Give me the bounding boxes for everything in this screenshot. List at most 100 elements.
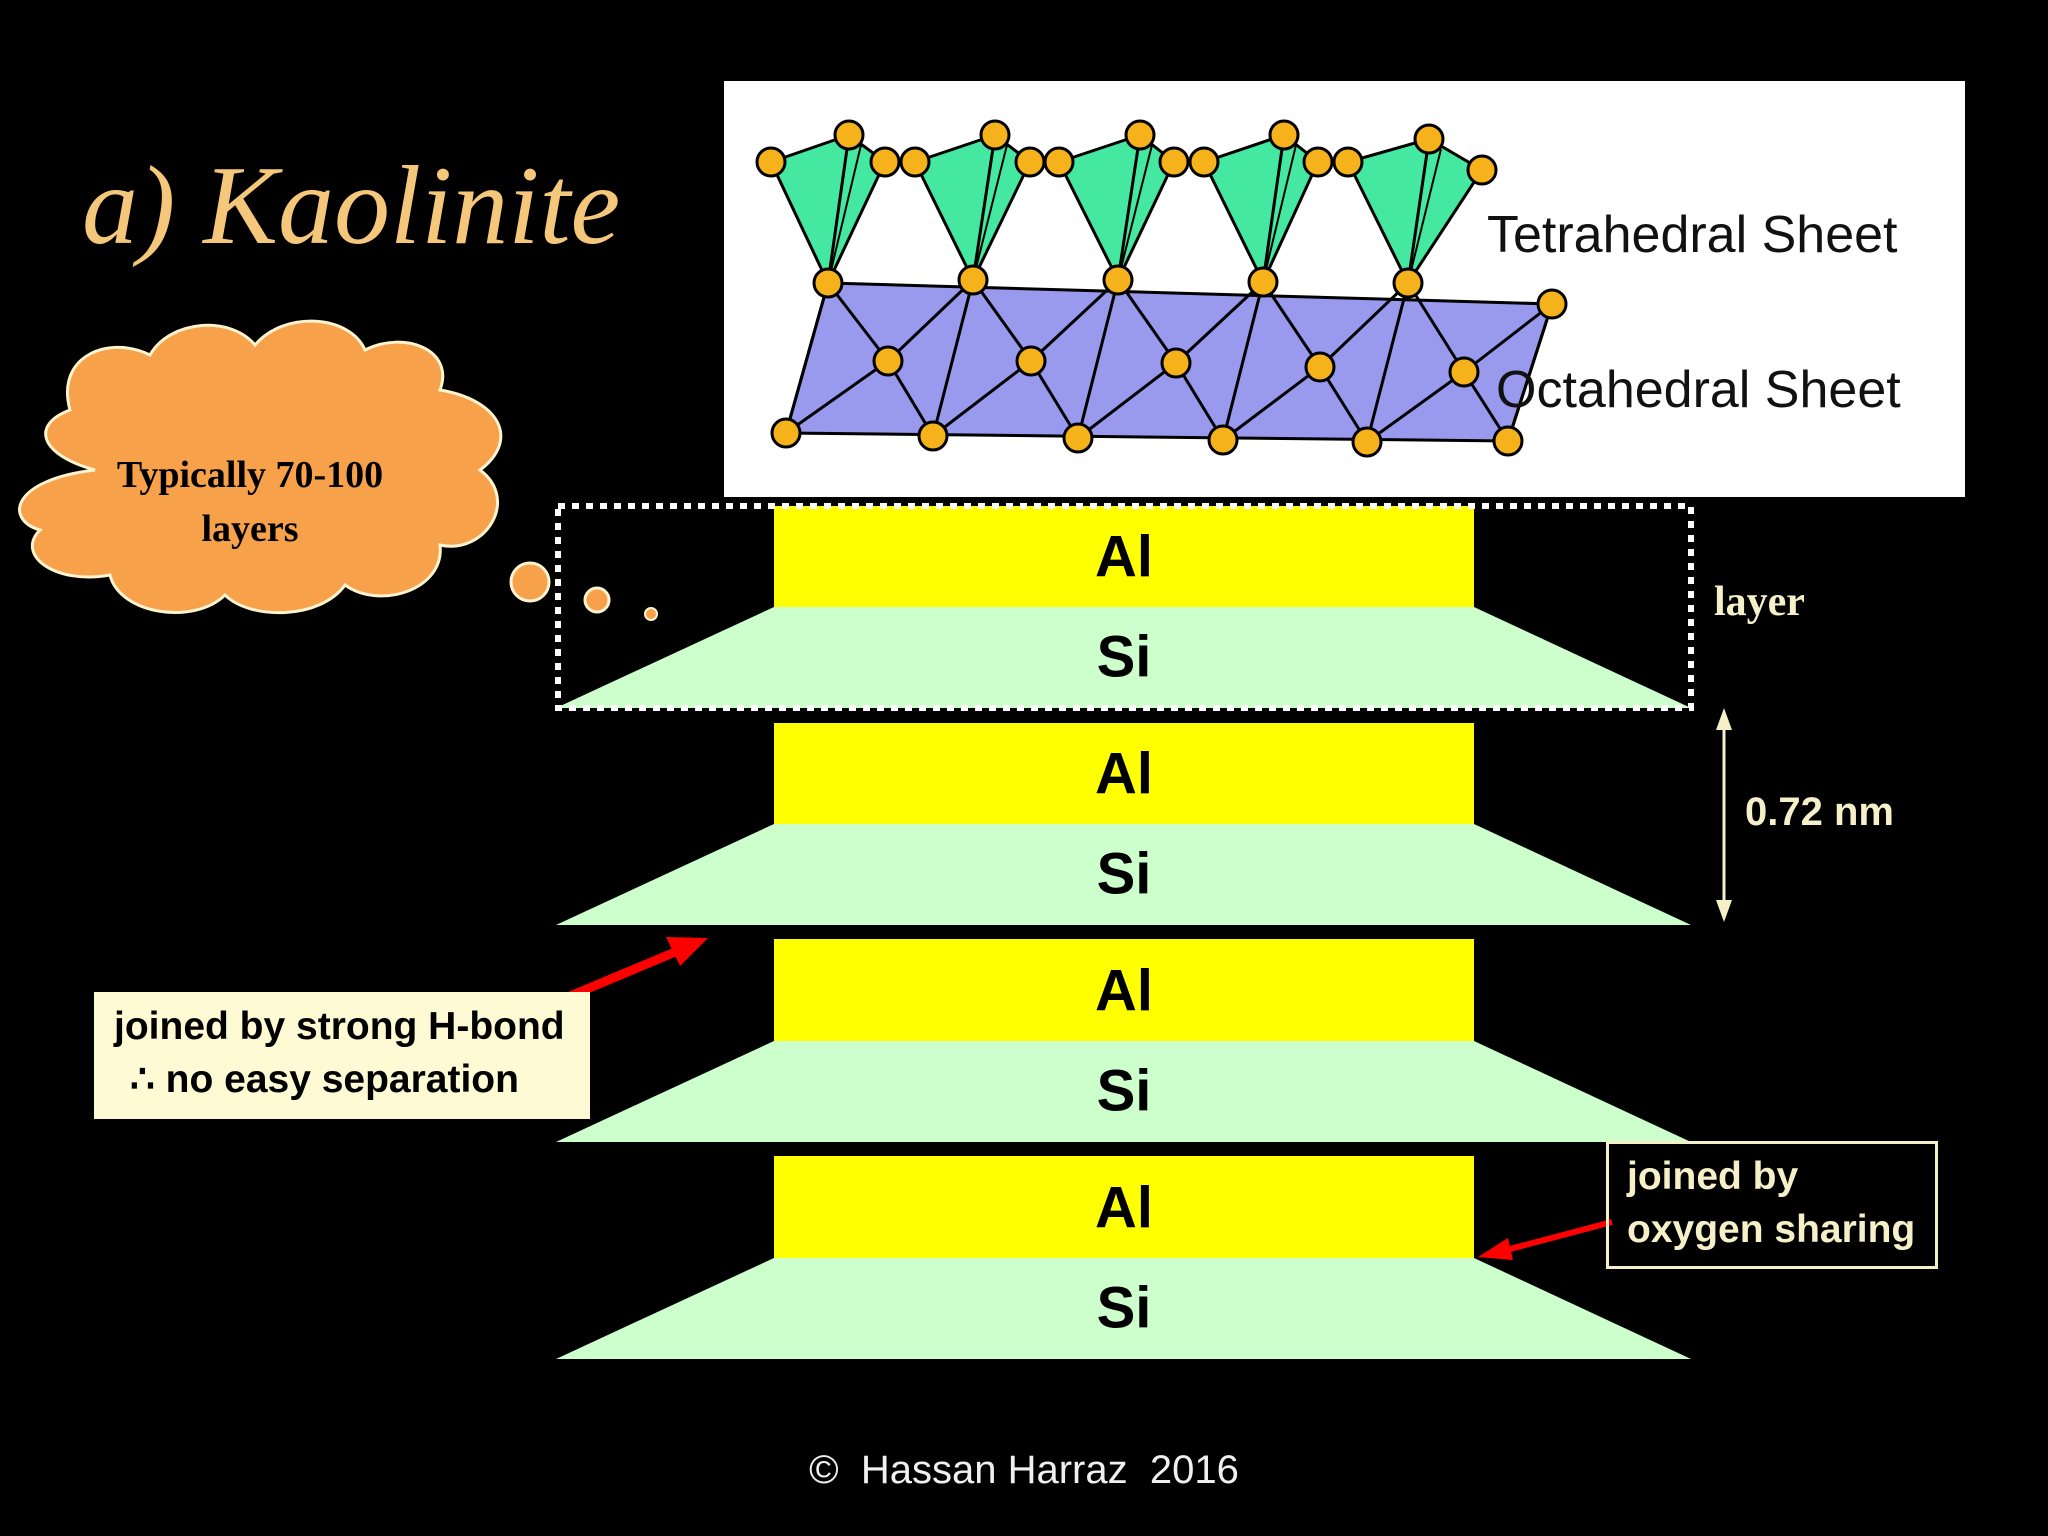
si-sheet <box>556 824 1691 925</box>
spacing-label: 0.72 nm <box>1745 790 1894 834</box>
oxygen-atom <box>1102 264 1134 296</box>
tetrahedral-bond <box>1261 134 1286 283</box>
al-label: Al <box>1095 741 1153 806</box>
al-label: Al <box>1095 958 1153 1023</box>
octahedral-bond <box>1261 281 1322 368</box>
oxygen-atom <box>833 119 865 151</box>
tetrahedral-bond <box>1406 138 1431 284</box>
cloud-bubble-medium <box>583 586 611 614</box>
si-label: Si <box>1097 624 1152 689</box>
oxygen-atom <box>1247 266 1279 298</box>
si-label: Si <box>1097 1058 1152 1123</box>
octahedral-edge <box>1506 303 1554 442</box>
tetrahedral-bond <box>1116 134 1142 281</box>
oxygen-atom <box>979 119 1011 151</box>
hbond-note-line1: joined by strong H-bond <box>114 1005 565 1048</box>
si-label: Si <box>1097 1275 1152 1340</box>
si-label: Si <box>1097 841 1152 906</box>
octahedral-bond <box>886 278 975 363</box>
cloud-shape <box>18 319 503 615</box>
oxygen-atom <box>1015 345 1047 377</box>
structure-diagram <box>755 119 1568 458</box>
octahedral-edge <box>1365 282 1410 443</box>
octahedral-bond <box>785 359 889 435</box>
hbond-note-line2: ∴ no easy separation <box>130 1058 519 1101</box>
al-sheet <box>774 1156 1474 1258</box>
atoms <box>755 119 1568 458</box>
thought-cloud <box>18 319 658 621</box>
layer-4: Al Si <box>556 1156 1691 1359</box>
si-sheet <box>556 1041 1691 1142</box>
tetrahedral-sheet <box>768 133 1485 287</box>
oxygen-atom <box>1124 119 1156 151</box>
al-label: Al <box>1095 1175 1153 1240</box>
cloud-note: Typically 70-100 layers <box>116 454 384 550</box>
octahedral-bond <box>1077 361 1177 440</box>
tetrahedral-bond <box>971 134 997 281</box>
tetrahedral-bond <box>972 144 1008 281</box>
al-label: Al <box>1095 524 1153 589</box>
page-title: a) Kaolinite <box>82 144 621 268</box>
oxygen-atom <box>1268 119 1300 151</box>
oxygen-atom <box>1062 422 1094 454</box>
oxygen-atom <box>957 264 989 296</box>
cloud-bubble-small <box>644 607 658 621</box>
layer-2: Al Si <box>556 723 1691 925</box>
octahedral-bond <box>826 282 890 362</box>
tetrahedral-sheet-label: Tetrahedral Sheet <box>1487 206 1898 264</box>
oxygen-atom <box>1160 347 1192 379</box>
oxygen-atom <box>1536 288 1568 320</box>
oxygen-atom <box>899 146 931 178</box>
layer-3: Al Si <box>556 939 1691 1142</box>
oxygen-atom <box>1413 123 1445 155</box>
al-sheet <box>774 939 1474 1041</box>
octahedral-bond <box>1116 279 1178 364</box>
octahedral-bond <box>1406 282 1466 373</box>
oxygen-atom <box>1302 146 1334 178</box>
oxygen-atom <box>1014 146 1046 178</box>
octahedral-sheet-label: Octahedral Sheet <box>1496 361 1901 419</box>
layer-label: layer <box>1714 579 1805 625</box>
copyright: © Hassan Harraz 2016 <box>809 1448 1239 1492</box>
octahedral-edge <box>931 279 975 437</box>
cloud-bubble-large <box>509 561 551 603</box>
oxygen-atom <box>1448 356 1480 388</box>
al-sheet <box>774 506 1474 607</box>
tetrahedral-bond <box>827 144 862 284</box>
layer-outline <box>555 503 1694 711</box>
oxygen-atom <box>869 146 901 178</box>
spacing-arrow <box>1716 708 1732 922</box>
oxygen-atom <box>1207 424 1239 456</box>
tetrahedral-bond <box>1407 148 1442 284</box>
octahedral-bond <box>1318 281 1410 369</box>
octahedral-bond <box>932 359 1032 438</box>
octahedral-edge <box>1221 281 1265 441</box>
octahedral-bond <box>1222 365 1321 442</box>
layer-1: Al Si <box>556 506 1691 708</box>
oxygen-atom <box>770 417 802 449</box>
oxygen-atom <box>872 345 904 377</box>
oxygen-note-line2: oxygen sharing <box>1627 1208 1916 1251</box>
oxygen-note-box: joined by oxygen sharing <box>1606 1141 1938 1269</box>
oxygen-atom <box>755 146 787 178</box>
tetrahedral-bond <box>1262 144 1297 283</box>
si-sheet <box>556 1258 1691 1359</box>
oxygen-atom <box>1492 425 1524 457</box>
tetrahedral-bond <box>826 134 851 284</box>
octahedral-bond <box>1463 302 1553 374</box>
octahedral-bond <box>1174 280 1265 365</box>
oxygen-atom <box>917 420 949 452</box>
oxygen-atom <box>1392 267 1424 299</box>
octahedral-bond <box>971 279 1033 362</box>
oxygen-atom <box>1188 146 1220 178</box>
tetrahedral-bond <box>1117 144 1153 281</box>
oxygen-atom <box>1332 146 1364 178</box>
oxygen-atom <box>1158 146 1190 178</box>
octahedral-bond <box>1029 278 1120 363</box>
oxygen-atom <box>812 267 844 299</box>
octahedral-bond <box>1366 370 1465 444</box>
oxygen-arrow <box>1478 1219 1613 1260</box>
oxygen-atom <box>1304 351 1336 383</box>
oxygen-atom <box>1466 154 1498 186</box>
